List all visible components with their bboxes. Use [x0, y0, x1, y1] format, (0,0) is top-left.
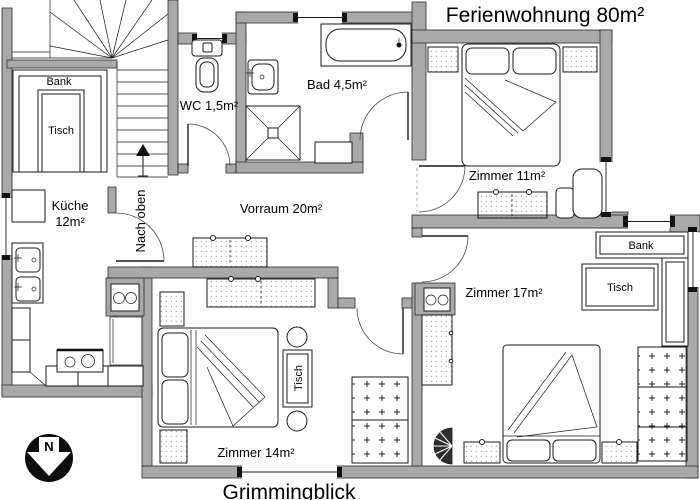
- kueche-table-icon: [37, 89, 85, 173]
- zimmer11-armchair-icon: [555, 168, 603, 219]
- page-title: Ferienwohnung 80m²: [446, 4, 644, 27]
- label-zimmer17-bank: Bank: [628, 240, 654, 252]
- zimmer14-nightstand-bottom-icon: [159, 429, 188, 464]
- label-kueche-bank: Bank: [46, 76, 72, 88]
- caption-grimmingblick: Grimmingblick: [222, 481, 356, 500]
- door-wc-icon: [187, 123, 231, 167]
- vorraum-wardrobe-icon: [192, 235, 268, 268]
- compass-north-icon: N: [25, 434, 73, 482]
- zimmer17-nightstand-left-icon: [463, 439, 501, 464]
- zimmer17-table-icon: [581, 263, 659, 311]
- zimmer14-chair-bottom-icon: [286, 410, 308, 432]
- toilet-icon: [191, 39, 223, 93]
- room-label-wc: WC 1,5m²: [180, 98, 239, 113]
- shower-icon: [245, 105, 301, 161]
- zimmer17-nightstand-right-icon: [601, 439, 638, 464]
- room-label-bad: Bad 4,5m²: [307, 77, 368, 92]
- zimmer11-nightstand-left-icon: [427, 46, 459, 73]
- kueche-counter-icon: [11, 307, 144, 387]
- room-label-vorraum: Vorraum 20m²: [240, 201, 323, 216]
- zimmer14-nightstand-top-icon: [159, 291, 185, 327]
- door-zimmer14-icon: [356, 307, 404, 355]
- zimmer14-extension-wardrobe-icon: [351, 376, 409, 464]
- window-left-kueche-icon: [1, 193, 12, 260]
- bathtub-icon: [320, 23, 412, 67]
- zimmer14-wardrobe-icon: [206, 276, 316, 308]
- room-label-zimmer11: Zimmer 11m²: [469, 168, 546, 183]
- label-kueche-tisch: Tisch: [48, 125, 74, 137]
- zimmer14-table-icon: [282, 349, 313, 408]
- door-zimmer11-icon: [416, 165, 466, 213]
- window-bad-icon: [293, 12, 347, 23]
- label-zimmer14-tisch: Tisch: [293, 365, 305, 391]
- zimmer11-dresser-icon: [477, 189, 548, 219]
- zimmer17-kitchenette-icon: [414, 282, 456, 316]
- kueche-cupboard-icon: [11, 189, 46, 223]
- zimmer17-bed-icon: [502, 344, 601, 464]
- zimmer14-bed-icon: [157, 327, 279, 428]
- stairs-up-arrow-icon: [136, 144, 150, 177]
- window-zimmer17-top-icon: [623, 215, 675, 228]
- door-kueche-icon: [115, 212, 165, 262]
- bad-sink-icon: [246, 59, 279, 95]
- window-wc-icon: [192, 33, 227, 44]
- zimmer17-corner-bench-icon: [595, 231, 689, 347]
- room-label-kueche-area: 12m²: [55, 214, 85, 229]
- zimmer11-bed-icon: [461, 43, 561, 167]
- zimmer17-tall-cabinet-icon: [421, 314, 454, 386]
- zimmer14-chair-top-icon: [286, 326, 308, 348]
- zimmer11-nightstand-right-icon: [562, 46, 598, 73]
- label-zimmer17-tisch: Tisch: [607, 282, 633, 294]
- label-nach-oben: Nach oben: [133, 190, 148, 253]
- compass-letter: N: [44, 439, 53, 454]
- window-zimmer11-icon: [600, 157, 612, 217]
- zimmer17-wardrobe-icon: [637, 346, 688, 462]
- bad-cabinet-icon: [314, 141, 353, 164]
- room-label-zimmer17: Zimmer 17m²: [465, 285, 543, 300]
- window-zimmer17-right-icon: [688, 227, 698, 292]
- door-zimmer17-icon: [421, 235, 469, 283]
- staircase-icon: [12, 0, 169, 178]
- kueche-stove-icon: [56, 348, 104, 373]
- walls: [1, 0, 700, 479]
- door-bad-icon: [359, 91, 409, 141]
- room-label-kueche-name: Küche: [52, 198, 89, 213]
- window-zimmer14-icon: [237, 466, 342, 478]
- kueche-sink-icon: [11, 242, 44, 304]
- utility-niche-appliance-icon: [105, 277, 145, 366]
- zimmer17-stove-heater-icon: [433, 427, 453, 465]
- room-label-zimmer14: Zimmer 14m²: [217, 445, 295, 460]
